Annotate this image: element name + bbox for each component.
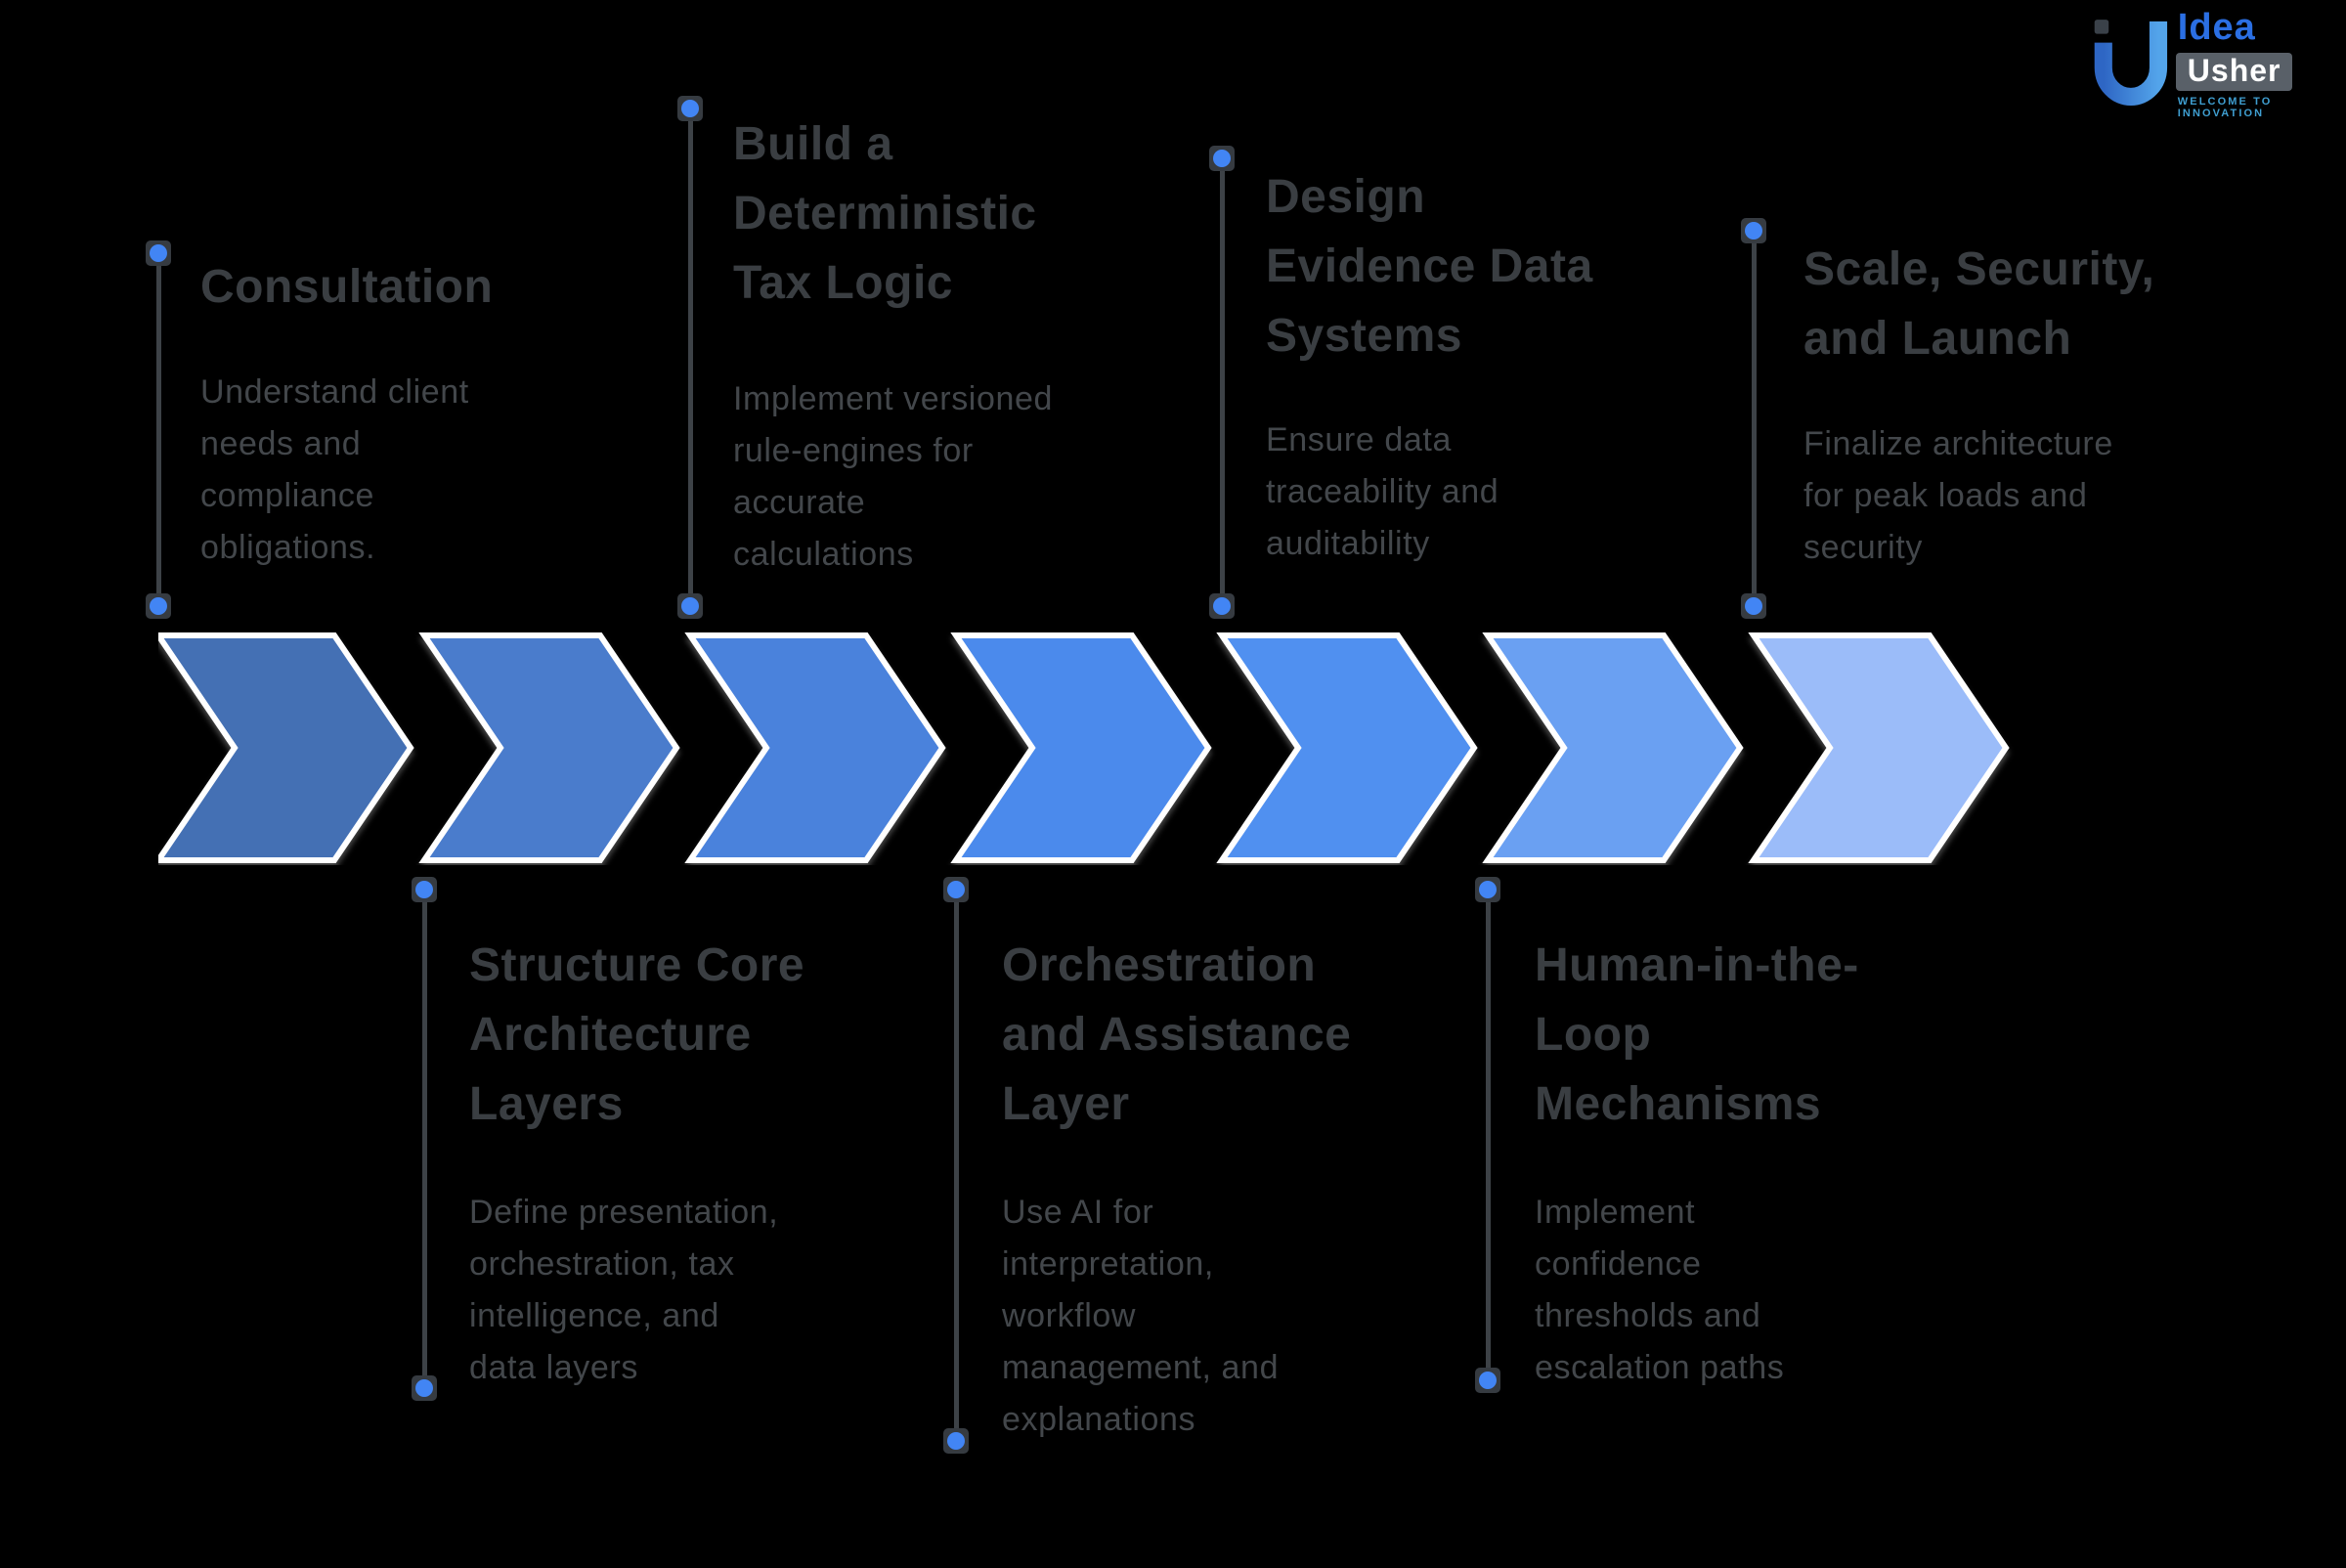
chevron-step-6 bbox=[1482, 632, 1744, 863]
connector-dot-icon bbox=[677, 593, 703, 619]
chevron-step-4 bbox=[950, 632, 1212, 863]
connector-dot-icon bbox=[943, 1428, 969, 1454]
step-title-scale-security-launch: Scale, Security, and Launch bbox=[1803, 243, 2155, 366]
step-title-human-in-the-loop: Human-in-the- Loop Mechanisms bbox=[1535, 939, 1859, 1131]
connector-dot-icon bbox=[412, 1375, 437, 1401]
step-body-consultation: Understand client needs and compliance o… bbox=[200, 373, 469, 567]
chevron-step-1 bbox=[158, 632, 414, 863]
connector-dot-icon bbox=[1741, 218, 1766, 243]
step-title-orchestration-layer: Orchestration and Assistance Layer bbox=[1002, 939, 1352, 1131]
step-body-human-in-the-loop: Implement confidence thresholds and esca… bbox=[1535, 1194, 1785, 1387]
chevron-step-5 bbox=[1216, 632, 1478, 863]
connector-dot-icon bbox=[1209, 146, 1235, 171]
chevron-step-2 bbox=[418, 632, 680, 863]
step-title-consultation: Consultation bbox=[200, 261, 494, 313]
logo-usher-text: Usher bbox=[2187, 52, 2281, 88]
chevron-step-3 bbox=[684, 632, 946, 863]
connector-dot-icon bbox=[146, 593, 171, 619]
step-body-deterministic-tax-logic: Implement versioned rule-engines for acc… bbox=[733, 380, 1053, 574]
step-title-evidence-data-systems: Design Evidence Data Systems bbox=[1266, 171, 1593, 363]
logo-text-block: Idea Usher Welcome To Innovation bbox=[2175, 7, 2346, 119]
connector-line-step-2 bbox=[422, 890, 427, 1388]
connector-line-step-6 bbox=[1486, 890, 1491, 1380]
step-title-structure-core: Structure Core Architecture Layers bbox=[469, 939, 805, 1131]
idea-usher-u-mark-icon bbox=[2094, 20, 2168, 106]
connector-line-step-3 bbox=[688, 109, 693, 606]
logo-idea-text: Idea bbox=[2177, 7, 2256, 48]
step-title-deterministic-tax-logic: Build a Deterministic Tax Logic bbox=[733, 118, 1037, 310]
connector-dot-icon bbox=[677, 96, 703, 121]
connector-dot-icon bbox=[1209, 593, 1235, 619]
step-body-evidence-data-systems: Ensure data traceability and auditabilit… bbox=[1266, 421, 1499, 563]
connector-dot-icon bbox=[1475, 877, 1500, 902]
connector-line-step-5 bbox=[1220, 158, 1225, 606]
idea-usher-logo: Idea Usher Welcome To Innovation bbox=[2092, 7, 2346, 119]
process-arrow-band bbox=[158, 632, 2010, 863]
connector-dot-icon bbox=[1475, 1368, 1500, 1393]
connector-dot-icon bbox=[943, 877, 969, 902]
logo-tagline: Welcome To Innovation bbox=[2177, 95, 2273, 119]
connector-line-step-1 bbox=[156, 253, 161, 606]
connector-line-step-7 bbox=[1752, 231, 1757, 606]
chevron-step-7 bbox=[1748, 632, 2010, 863]
step-body-scale-security-launch: Finalize architecture for peak loads and… bbox=[1803, 425, 2113, 567]
connector-dot-icon bbox=[412, 877, 437, 902]
step-body-orchestration-layer: Use AI for interpretation, workflow mana… bbox=[1002, 1194, 1280, 1439]
step-body-structure-core: Define presentation, orchestration, tax … bbox=[469, 1194, 779, 1387]
connector-dot-icon bbox=[146, 240, 171, 266]
connector-dot-icon bbox=[1741, 593, 1766, 619]
logo-usher-bar: Usher bbox=[2175, 52, 2293, 91]
connector-line-step-4 bbox=[954, 890, 959, 1441]
